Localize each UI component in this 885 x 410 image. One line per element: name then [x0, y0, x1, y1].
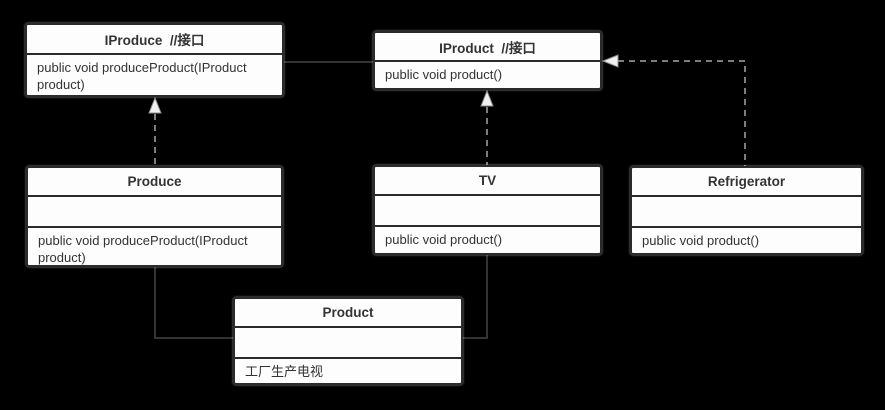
class-fields-refrigerator	[632, 197, 861, 228]
class-title-iproduct: IProduct //接口	[375, 33, 600, 62]
class-method-refrigerator: public void product()	[642, 233, 760, 248]
class-fields-tv	[375, 196, 600, 227]
class-method-iproduce: public void produceProduct(IProduct prod…	[37, 60, 247, 92]
class-title-product: Product	[235, 299, 461, 328]
class-fields-produce	[28, 197, 281, 228]
class-box-iproduct: IProduct //接口 public void product()	[373, 31, 602, 90]
class-fields-product	[235, 328, 461, 359]
class-title-iproduce: IProduce //接口	[27, 25, 282, 55]
class-title-tv: TV	[375, 167, 600, 196]
association-line-produce-product	[154, 267, 233, 339]
realization-arrowhead-left-icon	[601, 54, 619, 68]
realization-line-refrigerator-iproduct	[618, 60, 746, 166]
realization-arrowhead-up-icon	[480, 89, 494, 107]
class-method-tv: public void product()	[385, 232, 503, 247]
class-box-iproduce: IProduce //接口 public void produceProduct…	[25, 23, 284, 97]
class-box-tv: TV public void product()	[373, 165, 602, 255]
class-title-produce: Produce	[28, 168, 281, 197]
class-box-refrigerator: Refrigerator public void product()	[630, 166, 863, 255]
class-box-product: Product 工厂生产电视	[233, 297, 463, 385]
class-title-refrigerator: Refrigerator	[632, 168, 861, 197]
class-method-iproduct: public void product()	[385, 67, 503, 82]
association-line-tv-product	[463, 255, 488, 339]
class-note-product: 工厂生产电视	[245, 364, 324, 379]
realization-arrowhead-up-icon	[148, 96, 162, 114]
class-box-produce: Produce public void produceProduct(IProd…	[26, 166, 283, 267]
class-method-produce: public void produceProduct(IProduct prod…	[38, 233, 248, 265]
